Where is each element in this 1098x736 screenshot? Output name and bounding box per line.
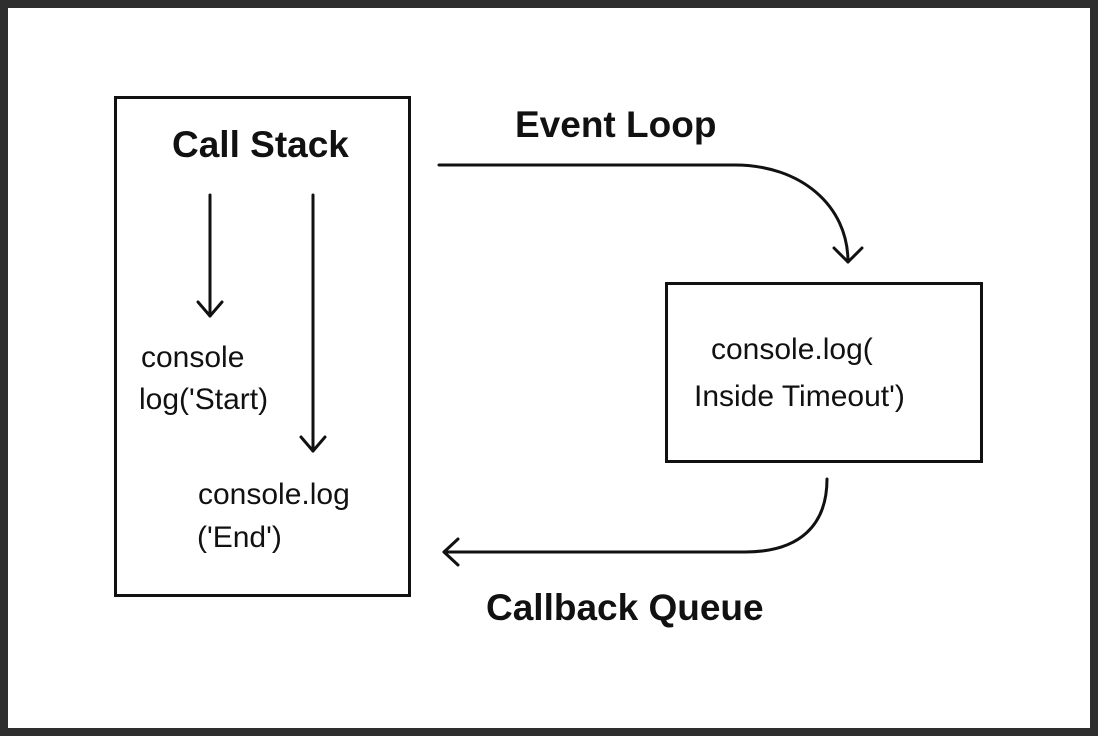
callback-queue-arrow [442, 477, 829, 567]
diagram-paper [8, 8, 1090, 728]
timeout-callback-box [665, 282, 983, 463]
stack-arrow-1 [196, 193, 224, 318]
stack-item-end-line2: ('End') [197, 521, 282, 554]
timeout-line2: Inside Timeout') [694, 380, 905, 413]
timeout-line1: console.log( [711, 333, 873, 366]
call-stack-title: Call Stack [172, 124, 349, 165]
event-loop-arrow [437, 163, 864, 264]
event-loop-label: Event Loop [515, 104, 717, 145]
stack-item-start-line2: log('Start) [139, 383, 269, 416]
callback-queue-label: Callback Queue [486, 587, 764, 628]
call-stack-box [114, 96, 411, 597]
stack-item-end-line1: console.log [198, 478, 350, 511]
stack-arrow-2 [299, 193, 327, 453]
stack-item-start-line1: console [141, 341, 245, 374]
